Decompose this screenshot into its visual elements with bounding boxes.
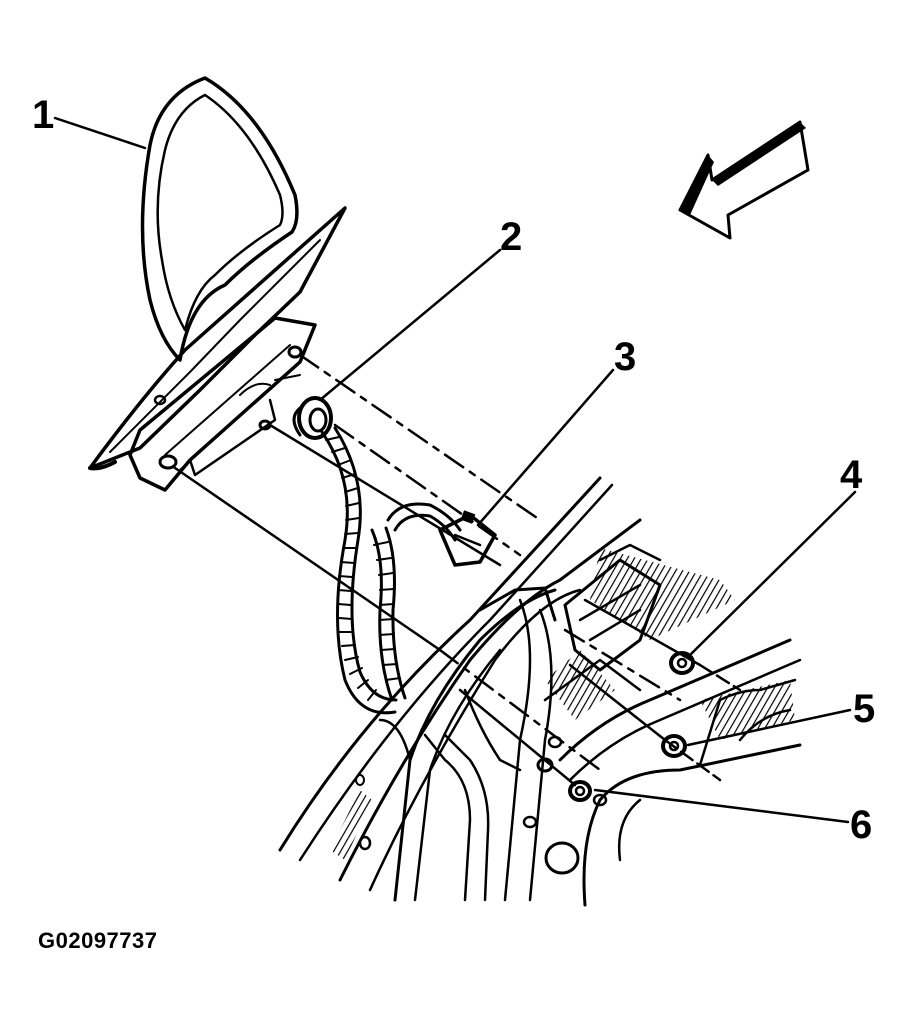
fastener-nut-5	[661, 734, 687, 758]
callout-5: 5	[853, 687, 875, 731]
direction-arrow-icon	[678, 120, 810, 240]
callout-6: 6	[850, 803, 872, 847]
door-panel	[278, 476, 802, 907]
callout-4: 4	[840, 453, 863, 497]
figure-id: G02097737	[38, 928, 158, 953]
grommet	[292, 396, 333, 440]
callout-1: 1	[32, 93, 54, 137]
leader-lines	[53, 116, 857, 824]
mirror-assembly	[88, 76, 347, 492]
callout-2: 2	[500, 215, 522, 259]
fastener-nut-4	[669, 651, 695, 675]
callout-3: 3	[614, 335, 636, 379]
wiring-harness	[320, 426, 462, 715]
fastener-nut-6	[568, 780, 592, 802]
